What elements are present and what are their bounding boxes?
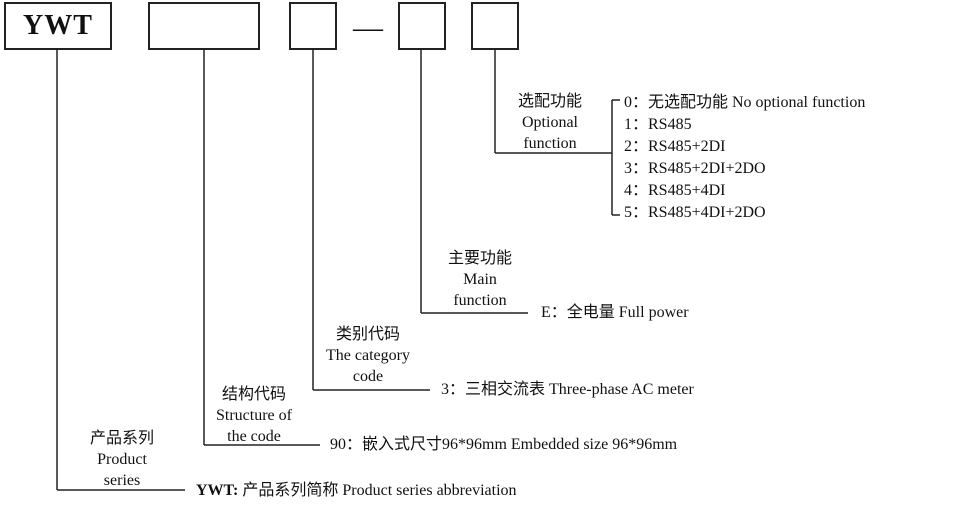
list-item: 2：RS485+2DI	[624, 138, 726, 155]
list-item: 3：RS485+2DI+2DO	[624, 160, 766, 177]
code-separator-dash: —	[353, 11, 383, 44]
category-description: 3：三相交流表 Three-phase AC meter	[441, 381, 694, 398]
main-function-label: 主要功能 Main function	[447, 250, 512, 309]
main-function-code-box	[398, 2, 446, 50]
main-function-description: E：全电量 Full power	[541, 304, 689, 321]
list-item: 5：RS485+4DI+2DO	[624, 204, 766, 221]
structure-code-label: 结构代码 Structure of the code	[216, 386, 292, 445]
list-item: 4：RS485+4DI	[624, 182, 726, 199]
category-code-label: 类别代码 The category code	[326, 326, 410, 385]
product-series-label: 产品系列 Product series	[89, 430, 154, 489]
list-item: 1：RS485	[624, 116, 692, 133]
series-description-text: 产品系列简称 Product series abbreviation	[238, 482, 517, 499]
optional-function-label: 选配功能 Optional function	[517, 93, 582, 152]
series-code-text: YWT	[23, 10, 93, 41]
optional-function-code-box	[471, 2, 519, 50]
structure-code-box	[148, 2, 260, 50]
optional-option-list: 0：无选配功能 No optional function 1：RS485 2：R…	[624, 92, 865, 224]
series-description-key: YWT:	[196, 482, 239, 499]
structure-description: 90：嵌入式尺寸96*96mm Embedded size 96*96mm	[330, 436, 678, 453]
list-item: 0：无选配功能 No optional function	[624, 94, 866, 111]
series-code-box: YWT	[4, 2, 112, 50]
category-code-box	[289, 2, 337, 50]
series-description: YWT: 产品系列简称 Product series abbreviation	[196, 481, 517, 501]
